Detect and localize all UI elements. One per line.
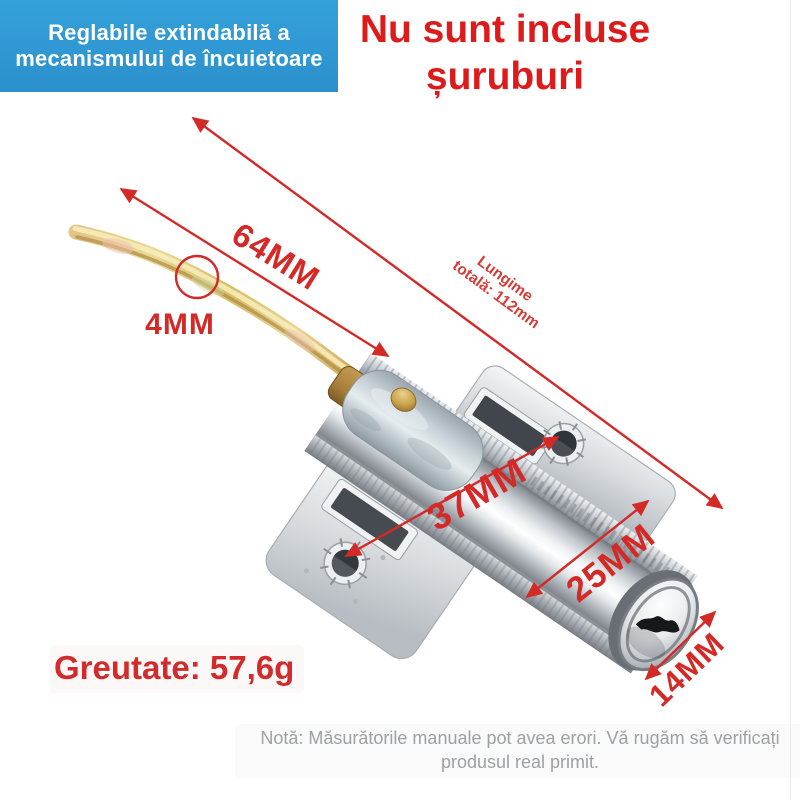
feature-banner-line2: mecanismului de încuietoare	[15, 46, 323, 71]
dimension-line-total-length	[191, 116, 724, 510]
weight-label: Greutate: 57,6g	[50, 645, 305, 693]
rod-diameter-callout-circle	[174, 254, 220, 300]
no-screws-heading-line2: șuruburi	[425, 55, 585, 98]
dimension-line-64mm	[119, 187, 390, 358]
dimension-annotations	[119, 116, 724, 681]
disclaimer-note: Notă: Măsurătorile manuale pot avea eror…	[235, 724, 800, 778]
disclaimer-note-line1: Notă: Măsurătorile manuale pot avea eror…	[260, 728, 780, 748]
no-screws-heading: Nu sunt incluse șuruburi	[357, 6, 653, 100]
no-screws-heading-line1: Nu sunt incluse	[359, 8, 651, 51]
dimension-line-25mm	[525, 499, 650, 599]
disclaimer-note-line2: produsul real primit.	[440, 752, 600, 772]
photo-edge-seam	[790, 0, 791, 800]
feature-banner: Reglabile extindabilă a mecanismului de …	[0, 0, 338, 92]
dimension-line-14mm	[644, 610, 717, 681]
dimension-line-37mm	[344, 435, 560, 558]
lock-body	[265, 353, 699, 674]
dimension-label-4mm: 4MM	[145, 308, 215, 341]
feature-banner-line1: Reglabile extindabilă a	[48, 20, 290, 45]
